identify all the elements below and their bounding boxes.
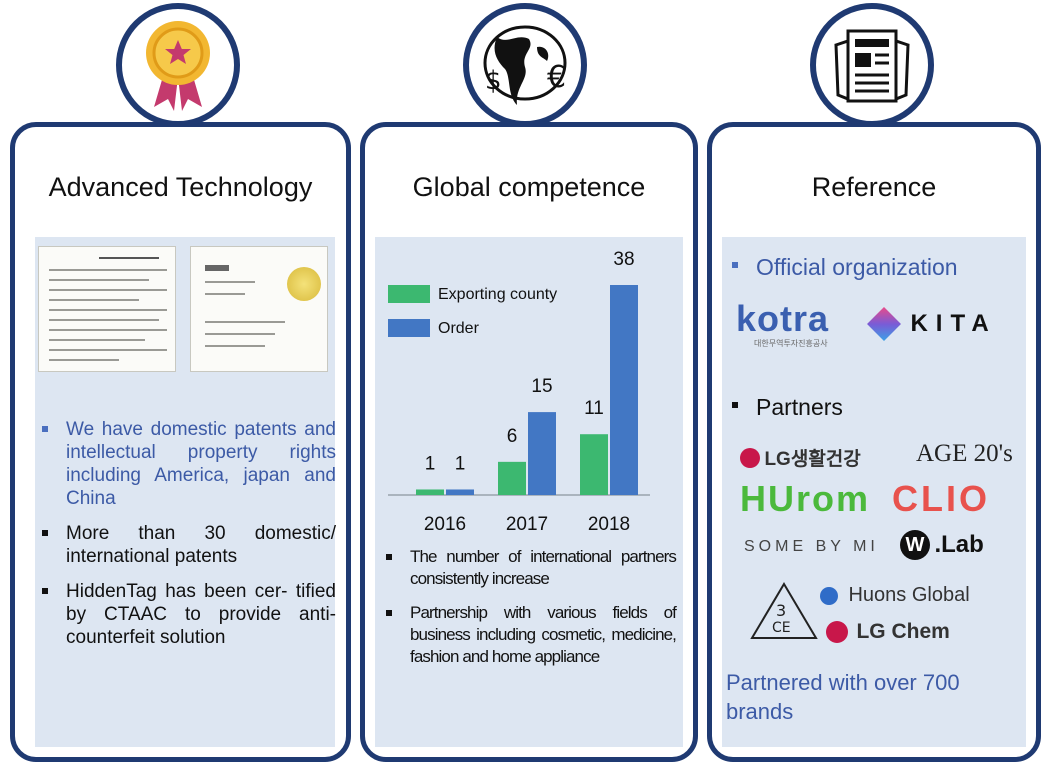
wlab-wordmark: .Lab bbox=[934, 531, 984, 558]
bullet-text: More than 30 domestic/ international pat… bbox=[40, 522, 336, 568]
kita-wordmark: KITA bbox=[910, 310, 997, 337]
lg-chem-logo: LG Chem bbox=[826, 620, 950, 644]
somebymi-logo: SOME BY MI bbox=[744, 538, 879, 555]
data-label-2017-0: 6 bbox=[507, 426, 518, 447]
kotra-wordmark: kotra bbox=[736, 298, 830, 339]
svg-text:$: $ bbox=[485, 66, 502, 96]
lg-mark-icon bbox=[740, 447, 760, 468]
bullet-text: HiddenTag has been cer- tified by CTAAC … bbox=[40, 580, 336, 649]
kotra-logo: kotra 대한무역투자진흥공사 bbox=[736, 298, 829, 349]
x-tick-2017: 2017 bbox=[506, 514, 548, 535]
legend-label-0: Exporting county bbox=[438, 286, 557, 303]
data-label-2017-1: 15 bbox=[531, 376, 552, 397]
official-organization-label: Official organization bbox=[730, 254, 1030, 281]
partners-label: Partners bbox=[730, 394, 1030, 421]
certificate-image-2 bbox=[190, 246, 328, 372]
legend-swatch-0 bbox=[388, 285, 430, 303]
global-competence-bullets: The number of international partners con… bbox=[384, 546, 677, 680]
newspaper-icon bbox=[834, 29, 910, 103]
chart-bar-2016-0 bbox=[416, 489, 444, 495]
svg-text:€: € bbox=[547, 60, 566, 95]
clio-logo: CLIO bbox=[892, 478, 990, 519]
lg-household-logo: LG생활건강 bbox=[740, 444, 861, 471]
data-label-2016-1: 1 bbox=[455, 453, 466, 474]
data-label-2018-0: 11 bbox=[584, 398, 604, 419]
chart-bar-2018-1 bbox=[610, 285, 638, 495]
advanced-technology-bullets: We have domestic patents and intellectua… bbox=[40, 418, 336, 661]
huons-mark-icon bbox=[820, 586, 838, 605]
chart-bar-2017-1 bbox=[528, 412, 556, 495]
lg-chem-wordmark: LG Chem bbox=[856, 620, 950, 643]
medal-icon bbox=[146, 21, 210, 111]
wlab-mark-icon: W bbox=[900, 530, 930, 560]
lg-chem-mark-icon bbox=[826, 621, 848, 643]
chart-bar-2016-1 bbox=[446, 489, 474, 495]
wlab-logo: W .Lab bbox=[900, 530, 984, 560]
bullet-text: Partnership with various fields of busin… bbox=[384, 602, 677, 668]
official-organization-list: Official organization bbox=[730, 254, 1030, 293]
bullet-text: We have domestic patents and intellectua… bbox=[40, 418, 336, 510]
card-title-2: Global competence bbox=[412, 172, 646, 202]
partners-list: Partners bbox=[730, 394, 1030, 433]
card-reference bbox=[707, 122, 1041, 762]
card-title-3: Reference bbox=[811, 172, 937, 202]
bullet-text: The number of international partners con… bbox=[384, 546, 677, 590]
gold-seal-icon bbox=[287, 267, 321, 301]
x-tick-2018: 2018 bbox=[588, 514, 630, 535]
data-label-2018-1: 38 bbox=[613, 249, 634, 270]
globe-currency-icon: € $ bbox=[483, 25, 567, 105]
x-tick-2016: 2016 bbox=[424, 514, 466, 535]
hurom-logo: HUrom bbox=[740, 478, 871, 519]
huons-wordmark: Huons Global bbox=[848, 584, 970, 606]
chart-bar-2018-0 bbox=[580, 434, 608, 495]
ce-mark-logo: 3 CE bbox=[750, 582, 818, 639]
kotra-subtitle: 대한무역투자진흥공사 bbox=[754, 339, 828, 348]
kita-logo: KITA bbox=[867, 307, 997, 341]
legend-swatch-1 bbox=[388, 319, 430, 337]
age20-logo: AGE 20's bbox=[916, 440, 1013, 467]
chart-bar-2017-0 bbox=[498, 461, 526, 495]
lg-household-wordmark: LG생활건강 bbox=[764, 449, 861, 470]
circle-badge-1 bbox=[116, 3, 240, 127]
svg-text:3: 3 bbox=[776, 601, 786, 620]
kita-diamond-icon bbox=[867, 307, 901, 341]
data-label-2016-0: 1 bbox=[425, 453, 436, 474]
huons-logo: Huons Global bbox=[820, 584, 970, 607]
reference-footer: Partnered with over 700 brands bbox=[726, 670, 960, 724]
circle-badge-3 bbox=[810, 3, 934, 127]
circle-badge-2: € $ bbox=[463, 3, 587, 127]
card-title-1: Advanced Technology bbox=[48, 172, 313, 202]
certificate-image-1 bbox=[38, 246, 176, 372]
legend-label-1: Order bbox=[438, 320, 480, 337]
svg-text:CE: CE bbox=[772, 620, 791, 636]
